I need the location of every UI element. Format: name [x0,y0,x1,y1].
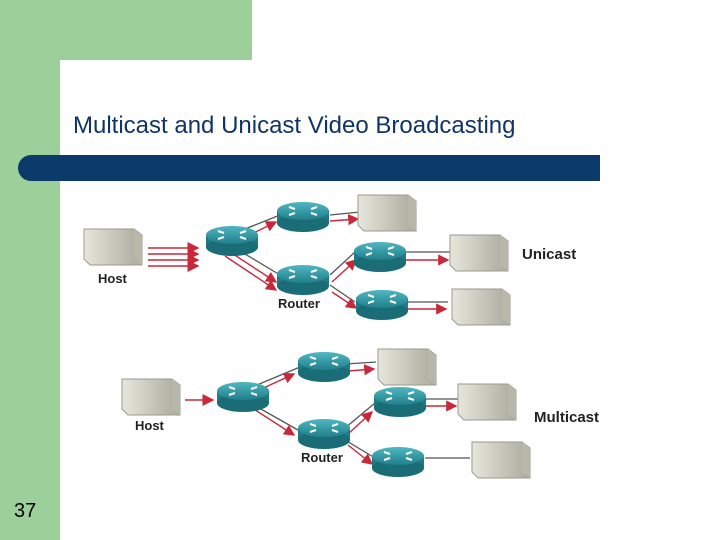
unicast-arrows [224,214,450,315]
unicast-host-arrows [148,242,200,272]
unicast-router-3 [276,264,330,296]
unicast-router-5 [355,289,409,321]
unicast-router-2 [276,201,330,233]
unicast-router-1 [205,225,259,257]
rounded-corner [60,60,100,100]
network-diagram-svg: Host Router Unicast [83,194,599,479]
unicast-receiver-3 [451,288,511,326]
multicast-router-2 [297,351,351,383]
unicast-label: Unicast [522,246,576,263]
unicast-receiver-2 [449,234,509,272]
multicast-receiver-2 [457,383,517,421]
multicast-router-3 [297,418,351,450]
unicast-receiver-1 [357,194,417,232]
page-number: 37 [14,500,37,522]
multicast-router-1 [216,381,270,413]
slide-title: Multicast and Unicast Video Broadcasting [73,112,516,139]
unicast-router-4 [353,241,407,273]
unicast-source-host [83,228,143,266]
left-green-bar [0,0,60,540]
multicast-router-4 [373,386,427,418]
top-green-block [0,0,252,60]
multicast-source-host [121,378,181,416]
unicast-router-label: Router [278,296,320,311]
multicast-receiver-3 [471,441,531,479]
title-rule [18,155,600,181]
multicast-host-label: Host [135,418,165,433]
network-diagram: Host Router Unicast [80,190,615,490]
multicast-section: Host Router Multicast [121,348,599,479]
multicast-label: Multicast [534,409,599,426]
unicast-section: Host Router Unicast [83,194,576,326]
unicast-host-label: Host [98,271,128,286]
multicast-receiver-1 [377,348,437,386]
multicast-router-label: Router [301,450,343,465]
multicast-router-5 [371,446,425,478]
